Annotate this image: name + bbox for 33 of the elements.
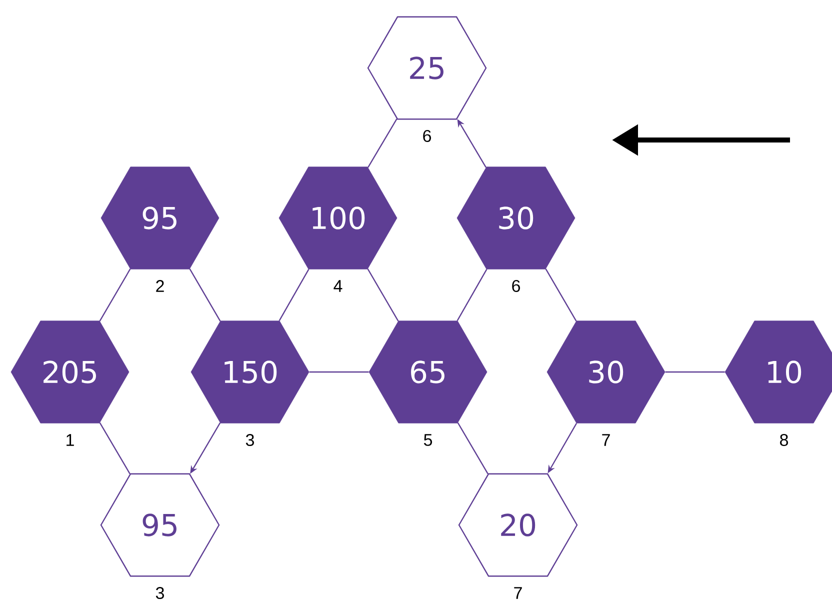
connector-line — [367, 268, 399, 322]
connector-line — [368, 118, 398, 168]
hexagon-number: 4 — [334, 280, 342, 292]
connector-line — [309, 371, 369, 373]
hexagon-number: 1 — [66, 434, 74, 446]
filled-hexagon: 100 — [278, 166, 398, 270]
hexagon-number: 3 — [246, 434, 254, 446]
connector-line — [99, 422, 130, 474]
filled-hexagon: 65 — [368, 320, 488, 424]
filled-hexagon: 95 — [100, 166, 220, 270]
hexagon-number: 2 — [156, 280, 164, 292]
connector-line — [665, 371, 725, 373]
connector-line — [278, 269, 310, 321]
connector-line — [456, 269, 488, 321]
connector-line — [457, 422, 488, 474]
outlined-hexagon: 95 — [100, 473, 220, 577]
connector-line — [99, 268, 131, 322]
outlined-hexagon: 25 — [367, 16, 487, 120]
hexagon-number: 8 — [780, 434, 788, 446]
filled-hexagon: 30 — [456, 166, 576, 270]
connector-line — [545, 268, 577, 322]
connector-line — [189, 268, 221, 322]
hexagon-number: 3 — [156, 586, 164, 600]
filled-hexagon: 205 — [10, 320, 130, 424]
hexagon-number: 5 — [424, 434, 432, 446]
hexagon-number: 7 — [602, 434, 610, 446]
filled-hexagon: 150 — [190, 320, 310, 424]
hexagon-number: 7 — [514, 587, 522, 599]
filled-hexagon: 30 — [546, 320, 666, 424]
hexagon-number: 6 — [423, 130, 431, 142]
outlined-hexagon: 20 — [458, 473, 578, 577]
hexagon-number: 6 — [512, 280, 520, 292]
filled-hexagon: 10 — [724, 320, 832, 424]
